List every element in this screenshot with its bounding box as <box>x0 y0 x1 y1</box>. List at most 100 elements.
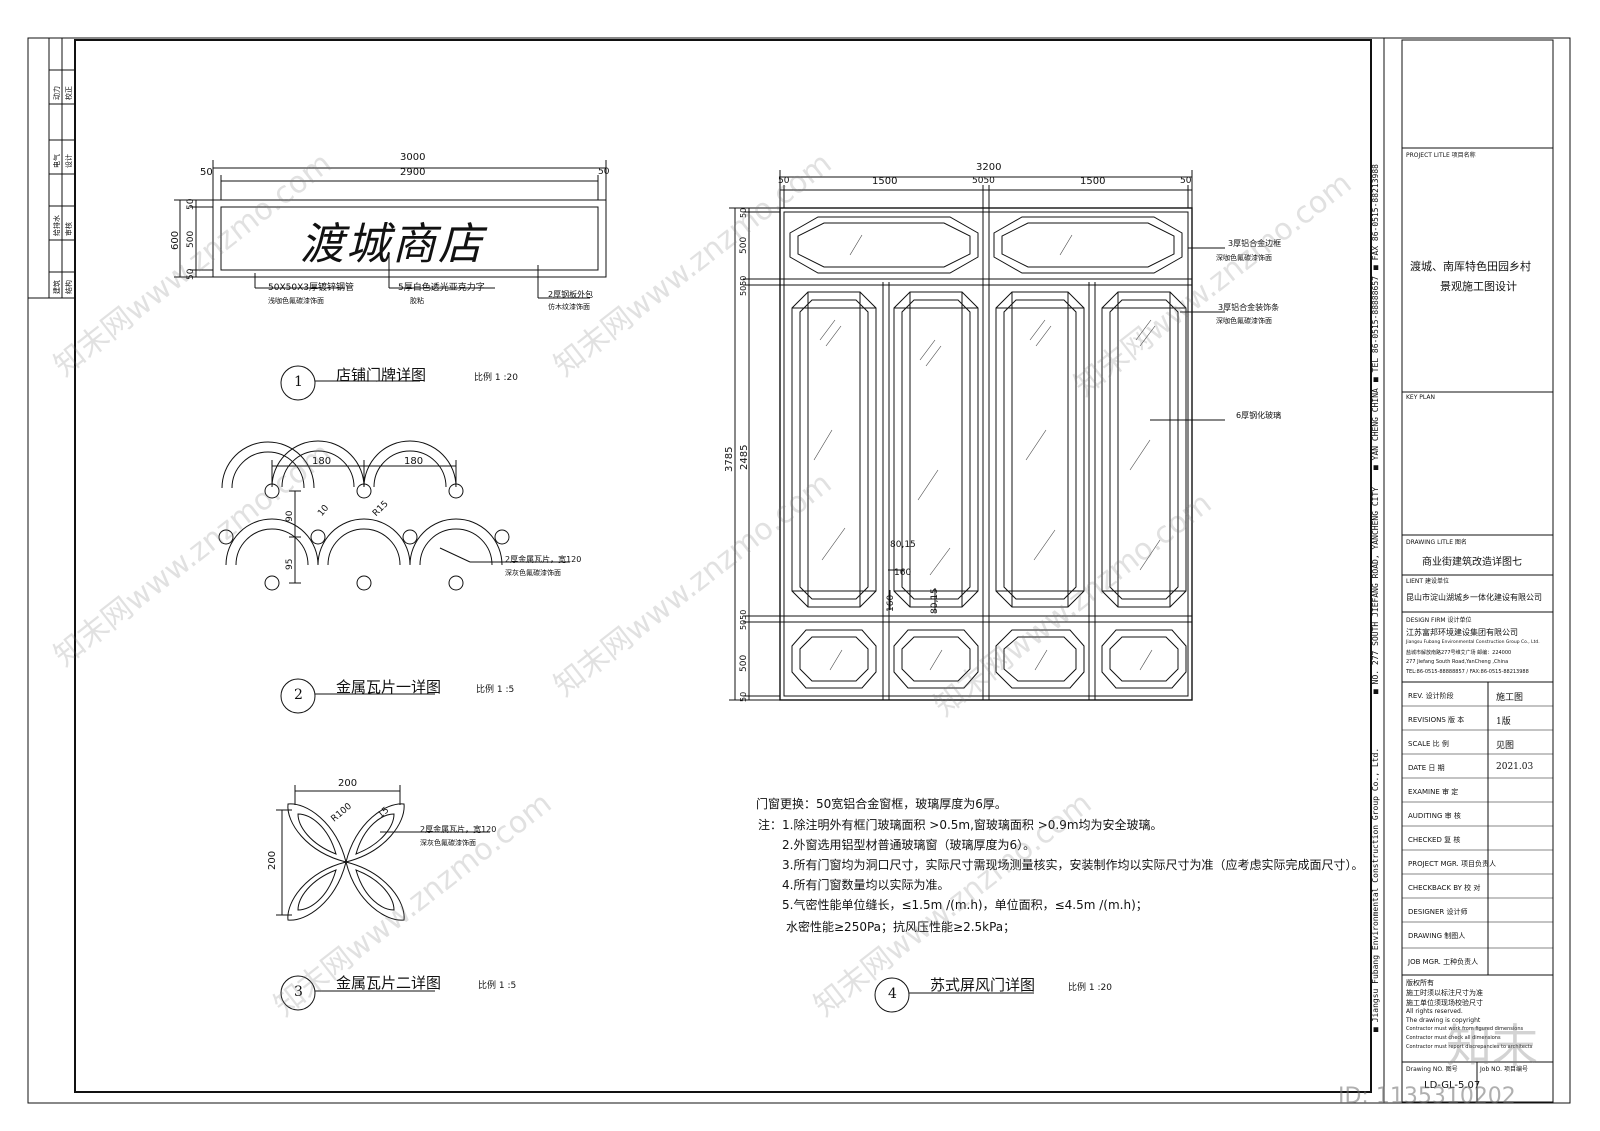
copyright-2: 施工单位须现场校验尺寸 <box>1406 999 1483 1007</box>
dim-left-4-5: 500 <box>739 654 749 672</box>
note-3: 3.所有门窗均为洞口尺寸，实际尺寸需现场测量核实，安装制作均以实际尺寸为准（应考… <box>782 858 1364 872</box>
dim-total-4: 3200 <box>976 162 1002 173</box>
drawing-no: LD-GL-5.07 <box>1424 1080 1481 1091</box>
callout-sign-2b: 胶粘 <box>410 297 424 305</box>
copyright-4: The drawing is copyright <box>1406 1017 1481 1024</box>
dim-inner-4c: 160 <box>886 594 896 612</box>
dim-left-4-3: 2485 <box>739 444 750 470</box>
callout-sign-3b: 仿木纹漆饰面 <box>548 303 590 311</box>
drawing-no-label: Drawing NO. 图号 <box>1406 1066 1458 1073</box>
dim-top-4-4: 50 <box>1180 176 1192 186</box>
dim-inner-4b: 160 <box>894 568 912 578</box>
design-en: Jiangsu Fubang Environmental Constructio… <box>1406 640 1540 645</box>
callout-sign-3a: 2厚钢板外包 <box>548 290 594 299</box>
tb-row-5: AUDITING 审 核 <box>1408 812 1461 820</box>
project-label: PROJECT LITLE 项目名称 <box>1406 152 1476 159</box>
dim-left-total-4: 3785 <box>724 446 735 472</box>
copyright-1: 施工时须以标注尺寸为准 <box>1406 989 1483 997</box>
dim-left-4-4: 5050 <box>739 609 748 630</box>
project-name-1: 渡城、南厍特色田园乡村 <box>1410 260 1531 273</box>
note-4: 4.所有门窗数量均以实际为准。 <box>782 878 950 892</box>
note-2: 2.外窗选用铝型材普通玻璃窗（玻璃厚度为6）。 <box>782 838 1036 852</box>
strip-label-design: 设计 <box>65 154 73 168</box>
callout-door-2b: 深咖色氟碳漆饰面 <box>1216 317 1272 325</box>
copyright-3: All rights reserved. <box>1406 1008 1463 1015</box>
copyright-6: Contractor must check all dimensions <box>1406 1035 1501 1041</box>
callout-door-3: 6厚钢化玻璃 <box>1236 411 1282 420</box>
callout-sign-1b: 浅咖色氟碳漆饰面 <box>268 297 324 305</box>
detail1-scale: 比例 1 :20 <box>474 373 518 383</box>
drawing-name: 商业街建筑改造详图七 <box>1422 557 1522 568</box>
dim-top-4-0: 50 <box>778 176 790 186</box>
dim-top-4-3: 1500 <box>1080 176 1106 187</box>
client-label: LIENT 建设单位 <box>1406 578 1449 585</box>
strip-label-electric: 电气 <box>53 154 61 168</box>
detail3-title: 金属瓦片二详图 <box>336 974 442 992</box>
callout-sign-1a: 50X50X3厚镀锌钢管 <box>268 283 354 293</box>
dim-left-4-6: 50 <box>739 691 748 702</box>
dim-d-2: 95 <box>285 558 295 570</box>
dim-left-4-2: 5050 <box>739 275 748 296</box>
callout-door-2a: 3厚铝合金装饰条 <box>1218 303 1280 312</box>
side-fax: ■ FAX 86-0515-88213988 <box>1371 164 1380 270</box>
tb-row-0: REV. 设计阶段施工图 <box>1408 692 1524 703</box>
dim-top-4-1: 1500 <box>872 176 898 187</box>
watermark-id: ID: 1135310202 <box>1338 1084 1516 1109</box>
client-name: 昆山市淀山湖城乡一体化建设有限公司 <box>1406 593 1542 602</box>
detail4-scale: 比例 1 :20 <box>1068 983 1112 993</box>
side-city: ■ YAN CHENG CHINA <box>1371 388 1380 470</box>
callout-door-1b: 深咖色氟碳漆饰面 <box>1216 254 1272 262</box>
copyright-0: 版权所有 <box>1406 979 1434 987</box>
design-cn: 江苏富邦环境建设集团有限公司 <box>1406 628 1518 637</box>
tb-row-4: EXAMINE 审 定 <box>1408 788 1459 796</box>
callout-tile-2a: 2厚金属瓦片，宽120 <box>420 825 497 834</box>
design-label: DESIGN FIRM 设计单位 <box>1406 617 1472 624</box>
side-company: ■ Jiangsu Fubang Environmental Construct… <box>1371 747 1380 1032</box>
dim-h-top-1: 50 <box>186 198 196 210</box>
side-addr: ■ NO. 277 SOUTH JIEFANG ROAD, YANCHENG C… <box>1371 486 1380 694</box>
callout-tile-1b: 深灰色氟碳漆饰面 <box>505 569 561 577</box>
dim-top-4-2: 5050 <box>972 176 995 186</box>
dim-w-3: 200 <box>338 778 358 789</box>
tb-row-6: CHECKED 复 核 <box>1408 836 1461 844</box>
note-1: 注：1.除注明外有框门玻璃面积 >0.5m,窗玻璃面积 >0.9m均为安全玻璃。 <box>758 818 1163 832</box>
copyright-5: Contractor must work from figured dimens… <box>1406 1026 1524 1032</box>
dim-c-2: 90 <box>285 510 295 522</box>
strip-label-plumbing: 给排水 <box>53 215 61 236</box>
design-addr-en: 277 Jiefang South Road,YanCheng ,China <box>1406 659 1509 665</box>
detail2-scale: 比例 1 :5 <box>476 685 515 695</box>
detail2-title: 金属瓦片一详图 <box>336 678 442 696</box>
strip-label-review: 审核 <box>65 222 73 236</box>
strip-label-power: 动力 <box>53 86 61 100</box>
tb-row-7: PROJECT MGR. 项目负责人 <box>1408 860 1496 868</box>
detail4-title: 苏式屏风门详图 <box>930 976 1036 994</box>
strip-label-struct: 结构 <box>65 280 73 294</box>
sign-text: 渡城商店 <box>300 219 484 270</box>
tb-row-9: DESIGNER 设计师 <box>1408 908 1468 916</box>
dim-total-1: 3000 <box>400 152 426 163</box>
detail1-number: 1 <box>294 374 303 390</box>
copyright-7: Contractor must report discrepancies to … <box>1406 1044 1533 1050</box>
detail2-number: 2 <box>294 687 303 703</box>
project-name-2: 景观施工图设计 <box>1440 280 1517 293</box>
tb-row-11: JOB MGR. 工种负责人 <box>1408 958 1479 966</box>
tb-row-8: CHECKBACK BY 校 对 <box>1408 884 1481 892</box>
note-5: 5.气密性能单位缝长，≤1.5m /(m.h)，单位面积，≤4.5m /(m.h… <box>782 898 1148 912</box>
dim-edge-left-1: 50 <box>200 167 213 178</box>
watermark-brand: 知末 <box>1446 1019 1538 1073</box>
drawing-frame <box>74 39 1372 1093</box>
callout-tile-1a: 2厚金属瓦片，宽120 <box>505 555 582 564</box>
dim-a-2: 180 <box>312 456 332 467</box>
callout-tile-2b: 深灰色氟碳漆饰面 <box>420 839 476 847</box>
tb-row-2: SCALE 比 例见图 <box>1408 740 1515 751</box>
drawing-label: DRAWING LITLE 图名 <box>1406 539 1467 546</box>
dim-inner-1: 2900 <box>400 167 426 178</box>
detail1-title: 店铺门牌详图 <box>336 366 427 384</box>
dim-inner-4d: 80,15 <box>930 588 940 614</box>
tb-row-10: DRAWING 制图人 <box>1408 932 1466 940</box>
sign-board-drawing <box>174 160 607 401</box>
scallop-tile-drawing <box>218 440 570 714</box>
